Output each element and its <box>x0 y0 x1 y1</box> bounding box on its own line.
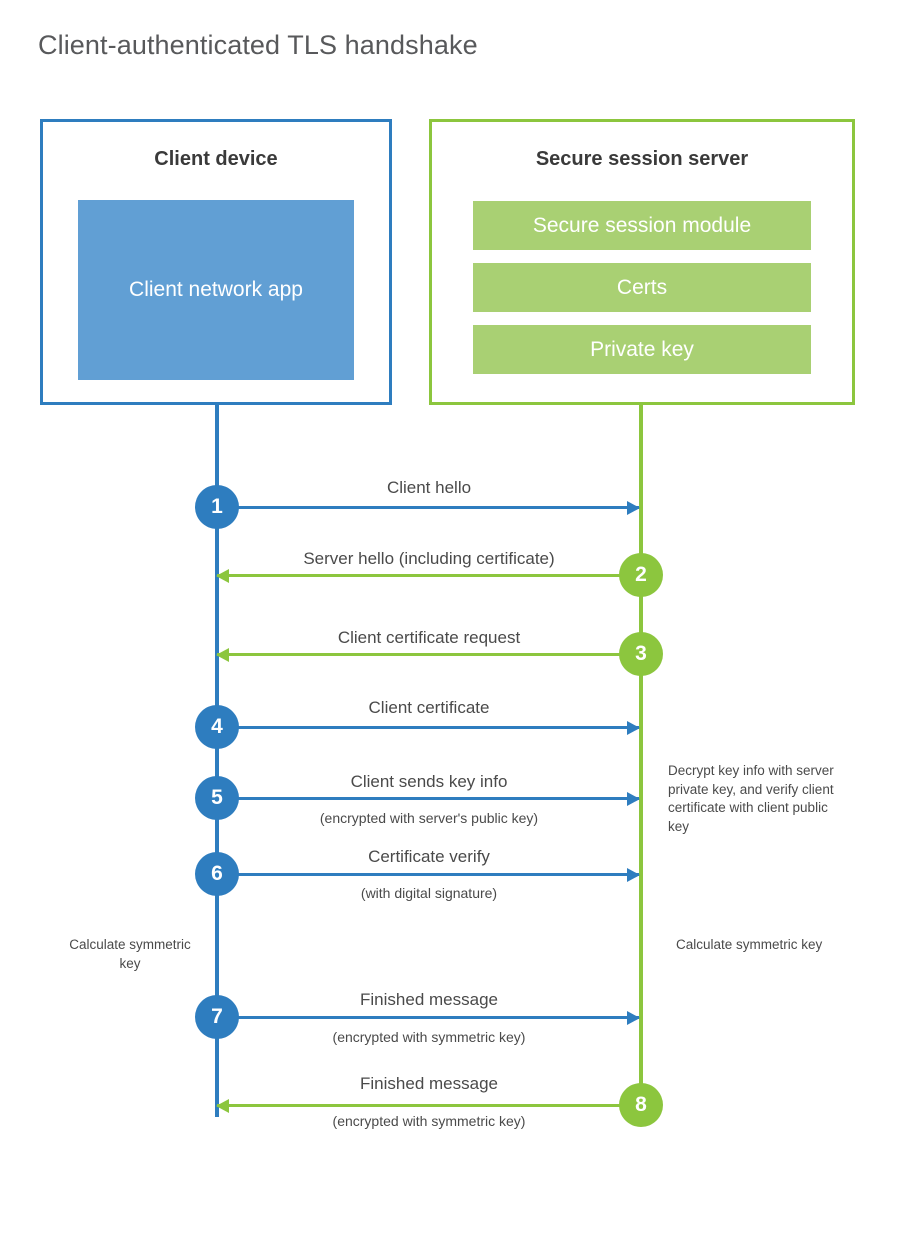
client-device-title: Client device <box>154 148 278 170</box>
step-2-label: Server hello (including certificate) <box>303 549 555 568</box>
step-6-sublabel: (with digital signature) <box>360 885 498 901</box>
step-6-marker: 6 <box>195 852 239 896</box>
step-6-label: Certificate verify <box>368 847 490 866</box>
step-5-marker: 5 <box>195 776 239 820</box>
arrowhead-right-icon <box>627 791 640 806</box>
arrowhead-left-icon <box>216 647 229 662</box>
step-1-label: Client hello <box>386 478 472 497</box>
server-lifeline <box>639 405 643 1105</box>
step-8-arrow <box>216 1098 639 1113</box>
server-component-certs: Certs <box>473 263 811 312</box>
arrowhead-right-icon <box>627 500 640 515</box>
step-7-sublabel: (encrypted with symmetric key) <box>332 1029 526 1045</box>
step-4-marker: 4 <box>195 705 239 749</box>
step-4-arrow <box>217 720 640 735</box>
step-2-arrow <box>216 568 639 583</box>
client-device-box: Client device Client network app <box>40 119 392 405</box>
server-decrypt-note: Decrypt key info with server private key… <box>668 763 834 834</box>
server-component-secure-session-module: Secure session module <box>473 201 811 250</box>
step-7-marker: 7 <box>195 995 239 1039</box>
step-7-label: Finished message <box>360 990 498 1009</box>
page-title: Client-authenticated TLS handshake <box>38 30 478 60</box>
step-6-arrow <box>217 867 640 882</box>
step-3-label: Client certificate request <box>337 628 521 647</box>
arrowhead-right-icon <box>627 867 640 882</box>
step-8-marker: 8 <box>619 1083 663 1127</box>
step-5-arrow <box>217 791 640 806</box>
step-7-arrow <box>217 1010 640 1025</box>
step-1-arrow <box>217 500 640 515</box>
step-3-marker: 3 <box>619 632 663 676</box>
step-3-arrow <box>216 647 639 662</box>
client-lifeline <box>215 405 219 1117</box>
secure-session-server-box: Secure session server Secure session mod… <box>429 119 855 405</box>
server-calculate-symmetric-key-note: Calculate symmetric key <box>676 937 823 952</box>
arrowhead-left-icon <box>216 1098 229 1113</box>
step-2-marker: 2 <box>619 553 663 597</box>
step-5-sublabel: (encrypted with server's public key) <box>319 810 539 826</box>
client-network-app-block: Client network app <box>78 200 354 380</box>
server-component-private-key: Private key <box>473 325 811 374</box>
step-8-sublabel: (encrypted with symmetric key) <box>332 1113 526 1129</box>
arrowhead-right-icon <box>627 1010 640 1025</box>
step-1-marker: 1 <box>195 485 239 529</box>
arrowhead-right-icon <box>627 720 640 735</box>
step-5-label: Client sends key info <box>350 772 508 791</box>
arrowhead-left-icon <box>216 568 229 583</box>
step-8-label: Finished message <box>360 1074 498 1093</box>
step-4-label: Client certificate <box>368 698 490 717</box>
client-calculate-symmetric-key-note: Calculate symmetric key <box>69 937 191 971</box>
secure-session-server-title: Secure session server <box>535 148 749 170</box>
